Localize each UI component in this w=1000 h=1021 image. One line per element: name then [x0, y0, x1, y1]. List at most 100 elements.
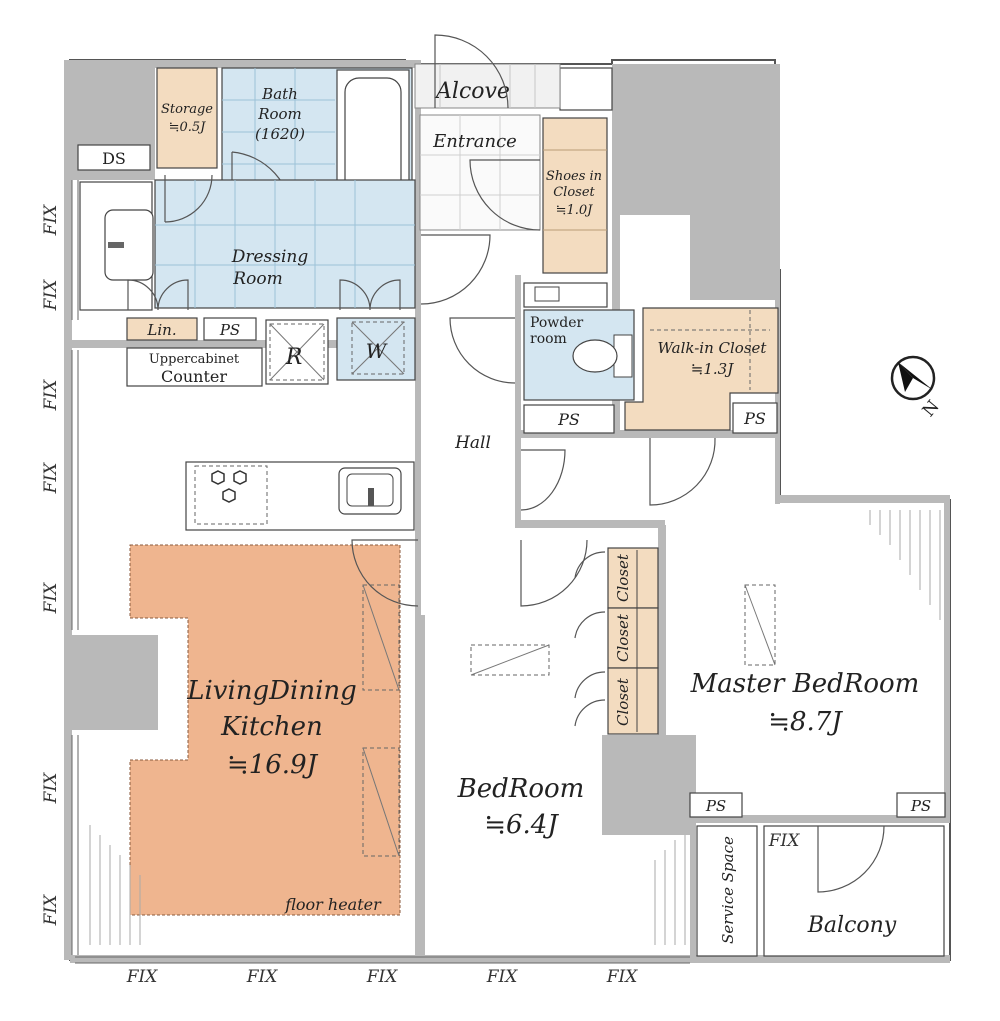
storage-size: ≒0.5J — [169, 120, 207, 135]
window-lines — [71, 180, 690, 964]
shoes-size: ≒1.0J — [556, 203, 594, 218]
linen-closet — [126, 317, 198, 341]
burner-icon — [211, 470, 247, 503]
bath-label-3: (1620) — [255, 125, 305, 143]
ldk-window-1 — [362, 584, 400, 691]
shaft-box — [559, 67, 613, 111]
dressing-door — [420, 234, 491, 305]
column — [602, 735, 690, 835]
wall-interior — [415, 615, 425, 960]
ldk-floor-heater-area — [129, 544, 401, 916]
bedroom-closet-door — [520, 539, 588, 607]
ldk-window-2 — [362, 747, 400, 857]
ldk-door — [351, 539, 419, 607]
fix-left-7: FIX — [41, 894, 61, 927]
shoes-shelves — [543, 149, 607, 231]
wall-interior — [515, 430, 780, 438]
ldk-size: ≒16.9J — [227, 750, 319, 780]
wall-interior — [70, 340, 415, 348]
balcony — [763, 825, 945, 957]
dressing-closet-doors — [339, 279, 401, 311]
powder-label-1: Powder — [530, 315, 584, 331]
storage-door — [164, 174, 213, 223]
shoes-closet — [542, 117, 608, 274]
ds-box — [77, 144, 151, 171]
fix-bottom-3: FIX — [366, 967, 399, 987]
ldk-label-1: LivingDining — [186, 676, 357, 706]
column — [70, 635, 158, 730]
ps-label-5: PS — [910, 797, 931, 815]
alcove-door — [434, 34, 509, 109]
wall-interior — [690, 735, 696, 960]
walkin-closet — [624, 307, 779, 431]
storage-room — [156, 67, 218, 169]
balcony-door — [817, 825, 885, 893]
fix-bottom-4: FIX — [486, 967, 519, 987]
service-label: Service Space — [719, 836, 737, 944]
bedroom-label: BedRoom — [457, 774, 585, 804]
alcove-label: Alcove — [434, 79, 510, 104]
dressing-room — [154, 179, 416, 309]
wall-interior — [515, 275, 521, 525]
washer-space — [336, 317, 416, 381]
alcove — [414, 63, 561, 109]
fix-balcony: FIX — [768, 831, 801, 851]
wall-block — [612, 64, 780, 300]
wall-block — [775, 64, 780, 504]
bath-label-1: Bath — [261, 85, 298, 103]
wall-interior — [415, 60, 421, 620]
master-size: ≒8.7J — [768, 707, 843, 737]
master-door — [649, 437, 716, 506]
shoes-label-1: Shoes in — [546, 169, 602, 184]
storage-label: Storage — [161, 102, 213, 117]
fridge-label: R — [285, 345, 303, 370]
closet-label-2: Closet — [614, 613, 632, 662]
fix-left-6: FIX — [41, 772, 61, 805]
closet-doors — [574, 551, 606, 727]
walls — [64, 59, 951, 963]
wall-interior — [515, 520, 665, 528]
fix-left-2: FIX — [41, 279, 61, 312]
north-label: N — [919, 397, 944, 421]
ps-box-4 — [689, 792, 743, 818]
wall-block — [430, 955, 950, 963]
ps-box-2 — [523, 404, 615, 434]
fix-bottom-1: FIX — [126, 967, 159, 987]
faucet — [108, 242, 124, 248]
walkin-label: Walk-in Closet — [658, 339, 768, 357]
fix-left-4: FIX — [41, 462, 61, 495]
closet-label-3: Closet — [614, 677, 632, 726]
entrance — [419, 114, 541, 231]
cooktop — [194, 465, 268, 525]
ps-box-1 — [203, 317, 257, 341]
fridge-outline — [269, 323, 325, 381]
bedroom-closets — [607, 547, 659, 735]
ps-label-3: PS — [743, 409, 766, 428]
bedroom-window — [470, 644, 550, 676]
toilet-bowl — [572, 339, 618, 373]
kitchen-faucet-icon — [368, 488, 374, 506]
fix-left-5: FIX — [41, 582, 61, 615]
window-hatch — [89, 510, 941, 945]
fix-left-1: FIX — [41, 204, 61, 237]
fix-bottom-2: FIX — [246, 967, 279, 987]
powder-door — [449, 317, 516, 384]
ds-label: DS — [102, 149, 126, 168]
hall-label: Hall — [454, 433, 491, 453]
powder-label-2: room — [530, 331, 567, 347]
service-space — [696, 825, 758, 957]
balcony-label: Balcony — [807, 913, 897, 938]
walkin-size: ≒1.3J — [691, 360, 734, 378]
floor-heater-label: floor heater — [284, 895, 382, 914]
wall-interior — [690, 815, 950, 823]
washer-label: W — [366, 339, 388, 363]
ldk-label-2: Kitchen — [220, 712, 323, 742]
shoes-label-2: Closet — [553, 185, 595, 200]
counter-label-2: Counter — [161, 367, 227, 386]
entrance-label: Entrance — [432, 131, 517, 152]
fix-left-3: FIX — [41, 379, 61, 412]
entrance-tiles — [420, 115, 540, 230]
ps-box-3 — [732, 402, 778, 434]
bedroom-hall-door — [520, 449, 566, 511]
